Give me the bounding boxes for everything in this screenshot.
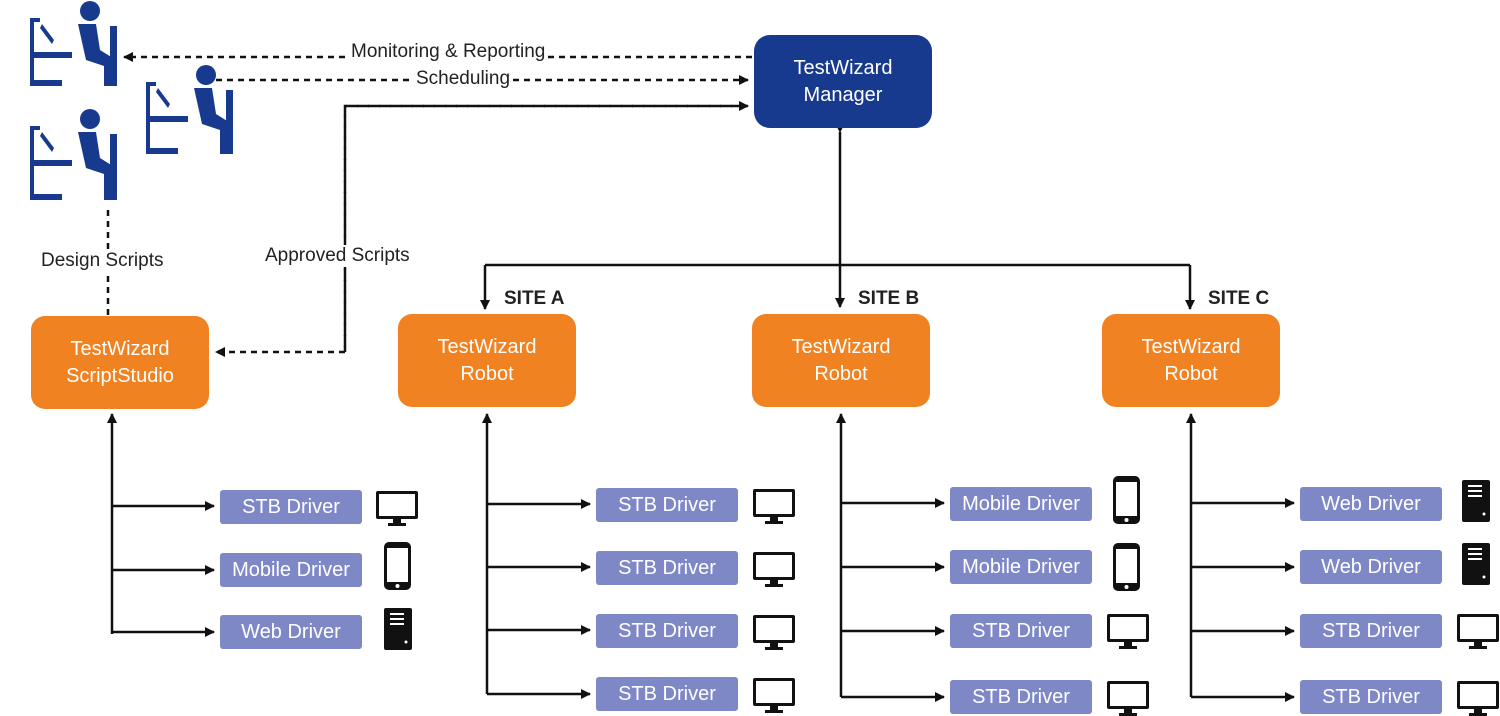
scheduling-label: Scheduling [413, 68, 514, 90]
site-c-driver-3: STB Driver [1300, 614, 1442, 648]
monitor-icon [1457, 614, 1499, 649]
person-at-desk-icon [30, 1, 117, 86]
studio-web-driver: Web Driver [220, 615, 362, 649]
testwizard-manager-node: TestWizard Manager [754, 35, 932, 128]
monitor-icon [1107, 614, 1149, 649]
site-a-driver-4: STB Driver [596, 677, 738, 711]
site-b-driver-2: Mobile Driver [950, 550, 1092, 584]
monitor-icon [376, 491, 418, 526]
server-tower-icon [1462, 480, 1490, 522]
monitor-icon [753, 552, 795, 587]
site-a-robot-node: TestWizard Robot [398, 314, 576, 407]
approved-scripts-label: Approved Scripts [262, 245, 413, 267]
person-at-desk-icon [146, 65, 233, 154]
site-b-driver-4: STB Driver [950, 680, 1092, 714]
person-at-desk-icon [30, 109, 117, 200]
design-scripts-label: Design Scripts [38, 250, 167, 272]
monitor-icon [753, 489, 795, 524]
studio-mobile-driver: Mobile Driver [220, 553, 362, 587]
monitor-icon [1107, 681, 1149, 716]
studio-stb-driver: STB Driver [220, 490, 362, 524]
monitor-icon [753, 615, 795, 650]
approved-scripts-connector-upper [343, 101, 749, 352]
site-b-driver-1: Mobile Driver [950, 487, 1092, 521]
smartphone-icon [384, 542, 411, 590]
site-c-robot-node: TestWizard Robot [1102, 314, 1280, 407]
site-a-driver-2: STB Driver [596, 551, 738, 585]
site-c-driver-4: STB Driver [1300, 680, 1442, 714]
server-tower-icon [384, 608, 412, 650]
monitor-icon [753, 678, 795, 713]
site-b-robot-node: TestWizard Robot [752, 314, 930, 407]
smartphone-icon [1113, 543, 1140, 591]
monitoring-reporting-label: Monitoring & Reporting [348, 41, 549, 63]
monitor-icon [1457, 681, 1499, 716]
site-a-driver-3: STB Driver [596, 614, 738, 648]
site-a-label: SITE A [504, 288, 565, 309]
testwizard-scriptstudio-node: TestWizard ScriptStudio [31, 316, 209, 409]
site-c-driver-1: Web Driver [1300, 487, 1442, 521]
site-c-driver-2: Web Driver [1300, 550, 1442, 584]
approved-scripts-connector [215, 104, 748, 357]
site-b-label: SITE B [858, 288, 920, 309]
smartphone-icon [1113, 476, 1140, 524]
site-c-label: SITE C [1208, 288, 1270, 309]
site-a-driver-1: STB Driver [596, 488, 738, 522]
site-b-driver-3: STB Driver [950, 614, 1092, 648]
server-tower-icon [1462, 543, 1490, 585]
